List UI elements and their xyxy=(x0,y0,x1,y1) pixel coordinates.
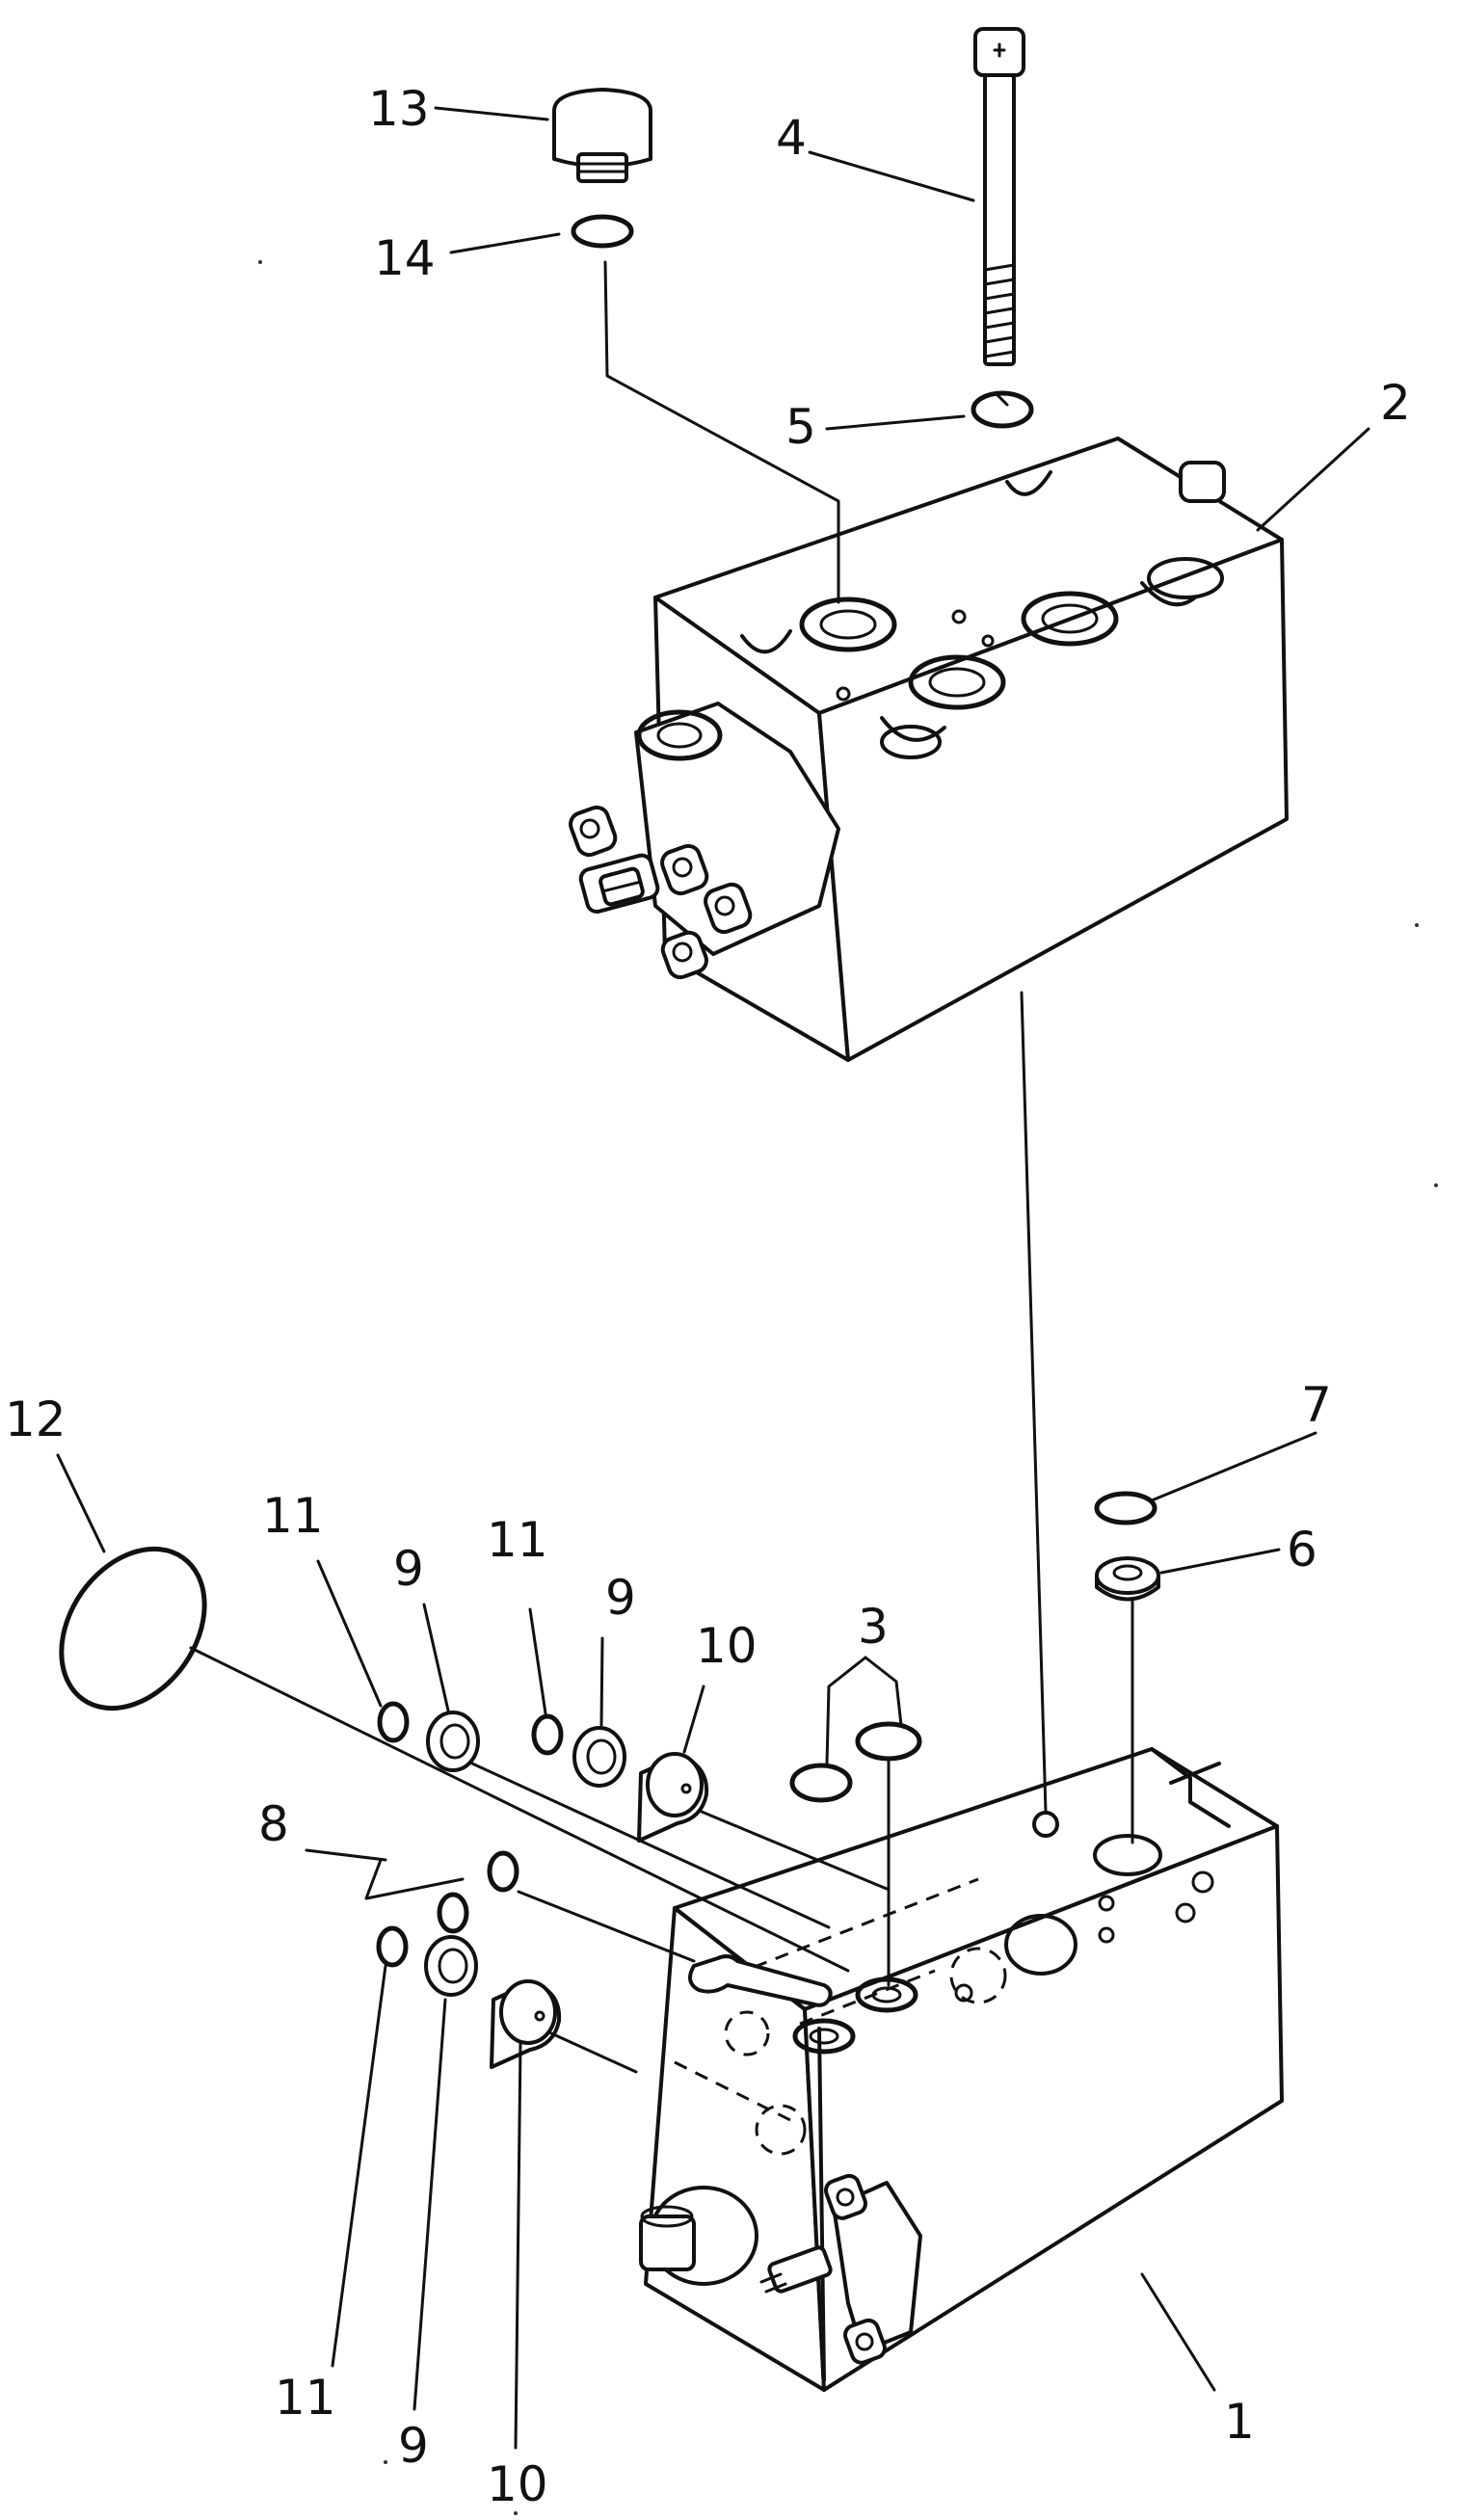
callout-leaders xyxy=(56,106,1370,2450)
part-8-spool xyxy=(688,1954,833,2007)
part-12-large-o-ring xyxy=(59,1546,207,1711)
part-11-o-ring-upper-a xyxy=(377,1701,410,1743)
callout-12: 12 xyxy=(5,1392,66,1447)
callout-2: 2 xyxy=(1380,375,1411,431)
part-9-seat-upper-b xyxy=(572,1726,626,1788)
cover-bolt-4 xyxy=(660,930,708,980)
callout-10-upper: 10 xyxy=(696,1618,758,1674)
cover-bolt-1 xyxy=(569,805,618,858)
callout-4: 4 xyxy=(776,110,807,166)
callout-3: 3 xyxy=(858,1599,889,1655)
part-3-o-ring-a xyxy=(789,1763,853,1803)
callout-6: 6 xyxy=(1287,1522,1317,1578)
part-5-washer xyxy=(971,390,1034,429)
part-10-piston-upper xyxy=(637,1752,709,1843)
part-11-o-ring-lower-c xyxy=(376,1925,409,1968)
callout-5: 5 xyxy=(785,399,816,455)
part-11-o-ring-lower-b xyxy=(437,1892,469,1934)
callout-9-upper-a: 9 xyxy=(393,1541,424,1597)
callout-13: 13 xyxy=(368,81,430,137)
callout-11-upper-a: 11 xyxy=(262,1488,324,1544)
callout-9-upper-b: 9 xyxy=(605,1570,636,1626)
callout-10-lower: 10 xyxy=(487,2456,548,2512)
lower-valve-block xyxy=(639,1747,1284,2392)
part-13-plug xyxy=(552,88,652,183)
part-9-seat-lower xyxy=(424,1935,478,1997)
side-fitting xyxy=(759,2173,922,2365)
part-3-o-ring-b xyxy=(855,1721,922,1762)
part-9-seat-upper-a xyxy=(426,1711,480,1772)
callout-11-lower: 11 xyxy=(275,2370,336,2426)
part-14-o-ring xyxy=(571,214,634,249)
callout-7: 7 xyxy=(1301,1377,1332,1433)
callout-9-lower: 9 xyxy=(398,2418,429,2474)
callout-8: 8 xyxy=(258,1796,289,1852)
cover-bolt-2 xyxy=(660,843,709,896)
part-4-bolt xyxy=(973,27,1025,366)
callout-14: 14 xyxy=(374,230,436,286)
assembly-lines xyxy=(189,260,1134,2074)
part-10-piston-lower xyxy=(490,1979,562,2069)
callout-1: 1 xyxy=(1224,2394,1255,2450)
end-plug xyxy=(639,2186,758,2286)
part-6-seat xyxy=(1095,1556,1160,1602)
cover-bolt-3 xyxy=(704,882,753,935)
part-11-o-ring-lower-a xyxy=(487,1850,519,1893)
part-11-o-ring-upper-b xyxy=(531,1713,564,1756)
callout-11-upper-b: 11 xyxy=(487,1512,548,1568)
adjusting-screw xyxy=(578,853,660,915)
part-7-o-ring xyxy=(1094,1491,1157,1525)
upper-valve-block xyxy=(569,437,1289,1062)
callout-numbers: 13 14 4 5 2 7 6 12 11 9 11 9 10 3 8 11 9… xyxy=(5,81,1411,2512)
scan-specks xyxy=(258,260,1438,2515)
